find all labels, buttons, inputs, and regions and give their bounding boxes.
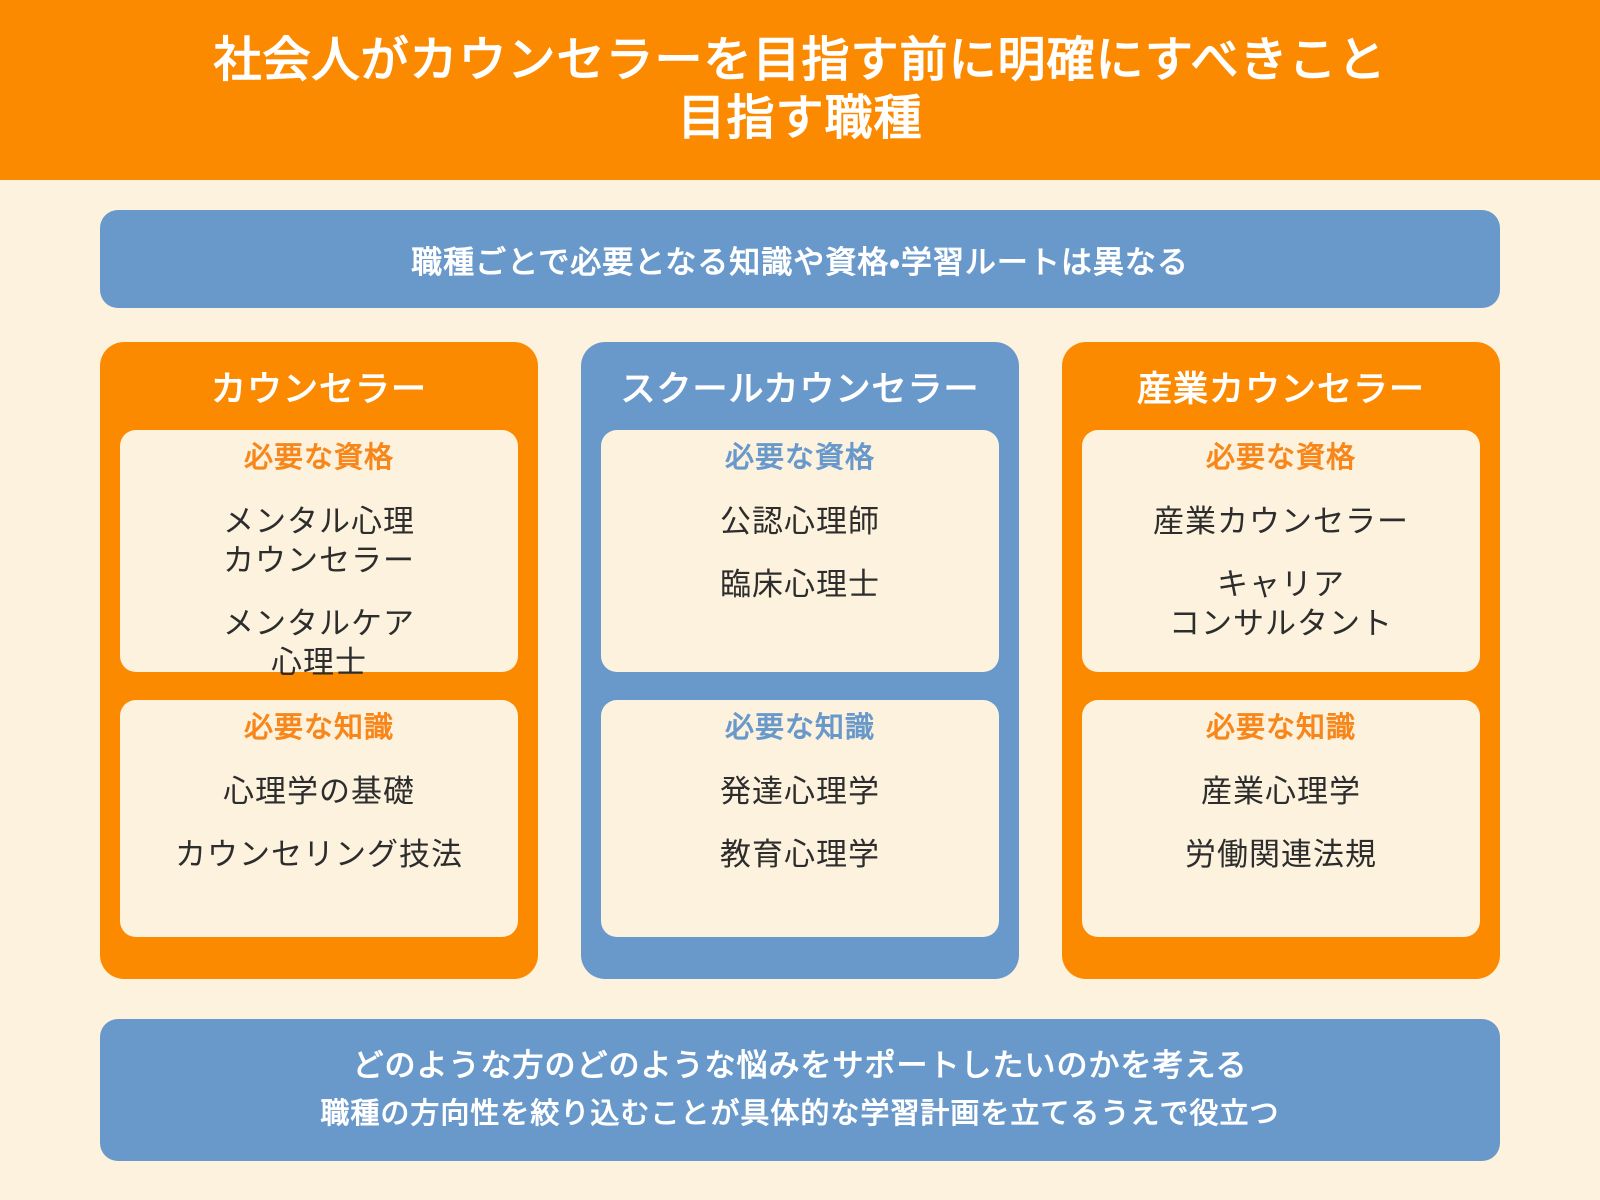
list-item: メンタルケア 心理士: [223, 604, 415, 682]
list-item: 産業カウンセラー: [1153, 502, 1409, 541]
list-item: 発達心理学: [720, 772, 880, 811]
item-line: 教育心理学: [720, 837, 880, 872]
bottom-banner-line2: 職種の方向性を絞り込むことが具体的な学習計画を立てるうえで役立つ: [320, 1098, 1280, 1130]
top-banner-text: 職種ごとで必要となる知識や資格・学習ルートは異なる: [411, 244, 1189, 280]
main-title-line2: 目指す職種: [677, 92, 923, 145]
item-line: 産業カウンセラー: [1153, 504, 1409, 539]
section-heading: 必要な知識: [724, 712, 875, 744]
header-band: 社会人がカウンセラーを目指す前に明確にすべきこと 目指す職種: [0, 0, 1600, 180]
cards-row: カウンセラー 必要な資格 メンタル心理 カウンセラー メンタルケア 心理士 必要…: [100, 342, 1500, 979]
list-item: 産業心理学: [1201, 772, 1361, 811]
list-item: キャリア コンサルタント: [1169, 565, 1393, 643]
section-heading: 必要な資格: [243, 442, 394, 474]
card-title: カウンセラー: [210, 369, 427, 409]
list-item: 公認心理師: [720, 502, 880, 541]
item-line: 産業心理学: [1201, 774, 1361, 809]
item-list: 発達心理学 教育心理学: [720, 760, 880, 886]
item-list: 産業心理学 労働関連法規: [1185, 760, 1377, 886]
item-line: コンサルタント: [1169, 606, 1393, 641]
section-qualifications: 必要な資格 産業カウンセラー キャリア コンサルタント: [1082, 430, 1480, 672]
main-title-line1: 社会人がカウンセラーを目指す前に明確にすべきこと: [213, 34, 1387, 87]
item-line: カウンセラー: [223, 543, 415, 578]
bottom-banner: どのような方のどのような悩みをサポートしたいのかを考える 職種の方向性を絞り込む…: [100, 1019, 1500, 1161]
item-list: 産業カウンセラー キャリア コンサルタント: [1153, 490, 1409, 655]
section-knowledge: 必要な知識 産業心理学 労働関連法規: [1082, 700, 1480, 937]
list-item: 臨床心理士: [720, 565, 880, 604]
list-item: 労働関連法規: [1185, 835, 1377, 874]
card-title: スクールカウンセラー: [620, 369, 980, 409]
section-qualifications: 必要な資格 公認心理師 臨床心理士: [601, 430, 999, 672]
section-heading: 必要な資格: [1205, 442, 1356, 474]
item-list: メンタル心理 カウンセラー メンタルケア 心理士: [223, 490, 415, 694]
section-heading: 必要な資格: [724, 442, 875, 474]
section-knowledge: 必要な知識 発達心理学 教育心理学: [601, 700, 999, 937]
item-line: メンタルケア: [223, 606, 415, 641]
bottom-banner-line1: どのような方のどのような悩みをサポートしたいのかを考える: [352, 1048, 1248, 1083]
list-item: 心理学の基礎: [223, 772, 415, 811]
section-knowledge: 必要な知識 心理学の基礎 カウンセリング技法: [120, 700, 518, 937]
item-line: 公認心理師: [720, 504, 880, 539]
item-line: 心理学の基礎: [223, 774, 415, 809]
item-list: 公認心理師 臨床心理士: [720, 490, 880, 616]
item-list: 心理学の基礎 カウンセリング技法: [175, 760, 463, 886]
item-line: 臨床心理士: [720, 567, 880, 602]
top-banner: 職種ごとで必要となる知識や資格・学習ルートは異なる: [100, 210, 1500, 308]
section-heading: 必要な知識: [1205, 712, 1356, 744]
card-industrial-counselor: 産業カウンセラー 必要な資格 産業カウンセラー キャリア コンサルタント 必要な…: [1062, 342, 1500, 979]
item-line: メンタル心理: [223, 504, 415, 539]
item-line: カウンセリング技法: [175, 837, 463, 872]
section-qualifications: 必要な資格 メンタル心理 カウンセラー メンタルケア 心理士: [120, 430, 518, 680]
card-counselor: カウンセラー 必要な資格 メンタル心理 カウンセラー メンタルケア 心理士 必要…: [100, 342, 538, 979]
list-item: カウンセリング技法: [175, 835, 463, 874]
list-item: 教育心理学: [720, 835, 880, 874]
item-line: キャリア: [1217, 567, 1345, 602]
item-line: 心理士: [271, 645, 367, 680]
list-item: メンタル心理 カウンセラー: [223, 502, 415, 580]
card-title: 産業カウンセラー: [1136, 369, 1425, 409]
section-heading: 必要な知識: [243, 712, 394, 744]
item-line: 労働関連法規: [1185, 837, 1377, 872]
card-school-counselor: スクールカウンセラー 必要な資格 公認心理師 臨床心理士 必要な知識 発達心理学: [581, 342, 1019, 979]
item-line: 発達心理学: [720, 774, 880, 809]
